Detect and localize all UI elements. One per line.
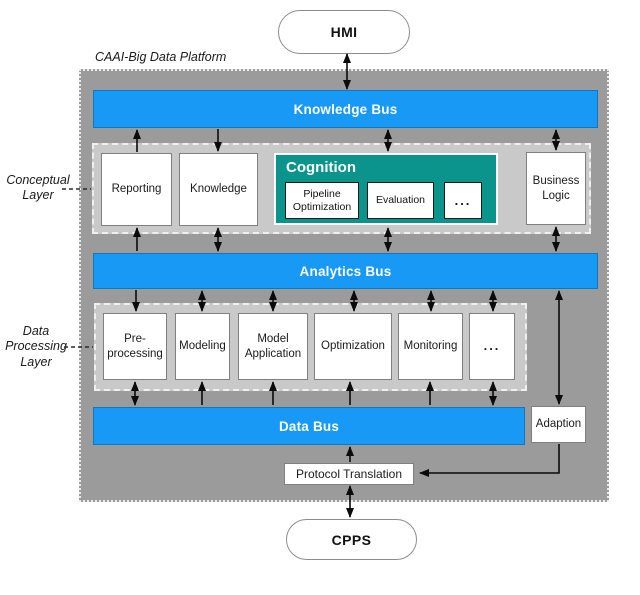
hmi-label: HMI <box>330 24 358 40</box>
pipeline-optimization-label: Pipeline Optimization <box>292 187 352 213</box>
protocol-translation-label: Protocol Translation <box>295 466 403 481</box>
modeling-box: Modeling <box>175 313 230 380</box>
reporting-label: Reporting <box>111 183 162 196</box>
adaption-box: Adaption <box>531 406 586 443</box>
analytics-bus-label: Analytics Bus <box>299 263 392 279</box>
platform-title: CAAI-Big Data Platform <box>95 50 227 64</box>
pipeline-optimization-box: Pipeline Optimization <box>285 182 359 219</box>
monitoring-box: Monitoring <box>398 313 463 380</box>
reporting-box: Reporting <box>101 153 172 226</box>
optimization-box: Optimization <box>314 313 392 380</box>
processing-ellipsis-box: ... <box>469 313 515 380</box>
data-processing-layer-label: Data Processing Layer <box>0 324 72 370</box>
business-logic-box: Business Logic <box>526 152 586 225</box>
data-processing-layer-label-line2: Processing <box>5 339 67 354</box>
data-bus: Data Bus <box>93 407 525 445</box>
processing-ellipsis-label: ... <box>483 338 501 354</box>
hmi-node: HMI <box>278 10 410 54</box>
evaluation-box: Evaluation <box>367 182 434 219</box>
knowledge-label: Knowledge <box>190 183 247 196</box>
adaption-label: Adaption <box>535 418 582 431</box>
pre-processing-label: Pre-processing <box>107 333 163 360</box>
cpps-node: CPPS <box>286 519 417 560</box>
analytics-bus: Analytics Bus <box>93 253 598 289</box>
conceptual-layer-label-line1: Conceptual <box>6 173 70 187</box>
data-processing-layer-label-line3: Layer <box>20 354 52 369</box>
model-application-box: Model Application <box>238 313 308 380</box>
cognition-ellipsis-label: ... <box>454 192 472 208</box>
data-bus-label: Data Bus <box>278 418 340 434</box>
protocol-translation-box: Protocol Translation <box>284 463 414 485</box>
cpps-label: CPPS <box>331 531 372 548</box>
knowledge-box: Knowledge <box>179 153 258 226</box>
cognition-title: Cognition <box>286 159 356 176</box>
monitoring-label: Monitoring <box>403 340 458 353</box>
data-processing-layer-label-line1: Data <box>22 324 50 338</box>
pre-processing-box: Pre-processing <box>103 313 167 380</box>
conceptual-layer-label-line2: Layer <box>22 188 54 203</box>
modeling-label: Modeling <box>179 340 226 353</box>
cognition-ellipsis-box: ... <box>444 182 482 219</box>
knowledge-bus: Knowledge Bus <box>93 90 598 128</box>
conceptual-layer-label: Conceptual Layer <box>2 173 74 204</box>
cognition-box: Cognition Pipeline Optimization Evaluati… <box>274 153 498 225</box>
knowledge-bus-label: Knowledge Bus <box>293 101 398 117</box>
business-logic-label: Business Logic <box>532 175 580 202</box>
optimization-label: Optimization <box>321 340 385 353</box>
evaluation-label: Evaluation <box>375 194 426 207</box>
model-application-label: Model Application <box>244 333 302 360</box>
